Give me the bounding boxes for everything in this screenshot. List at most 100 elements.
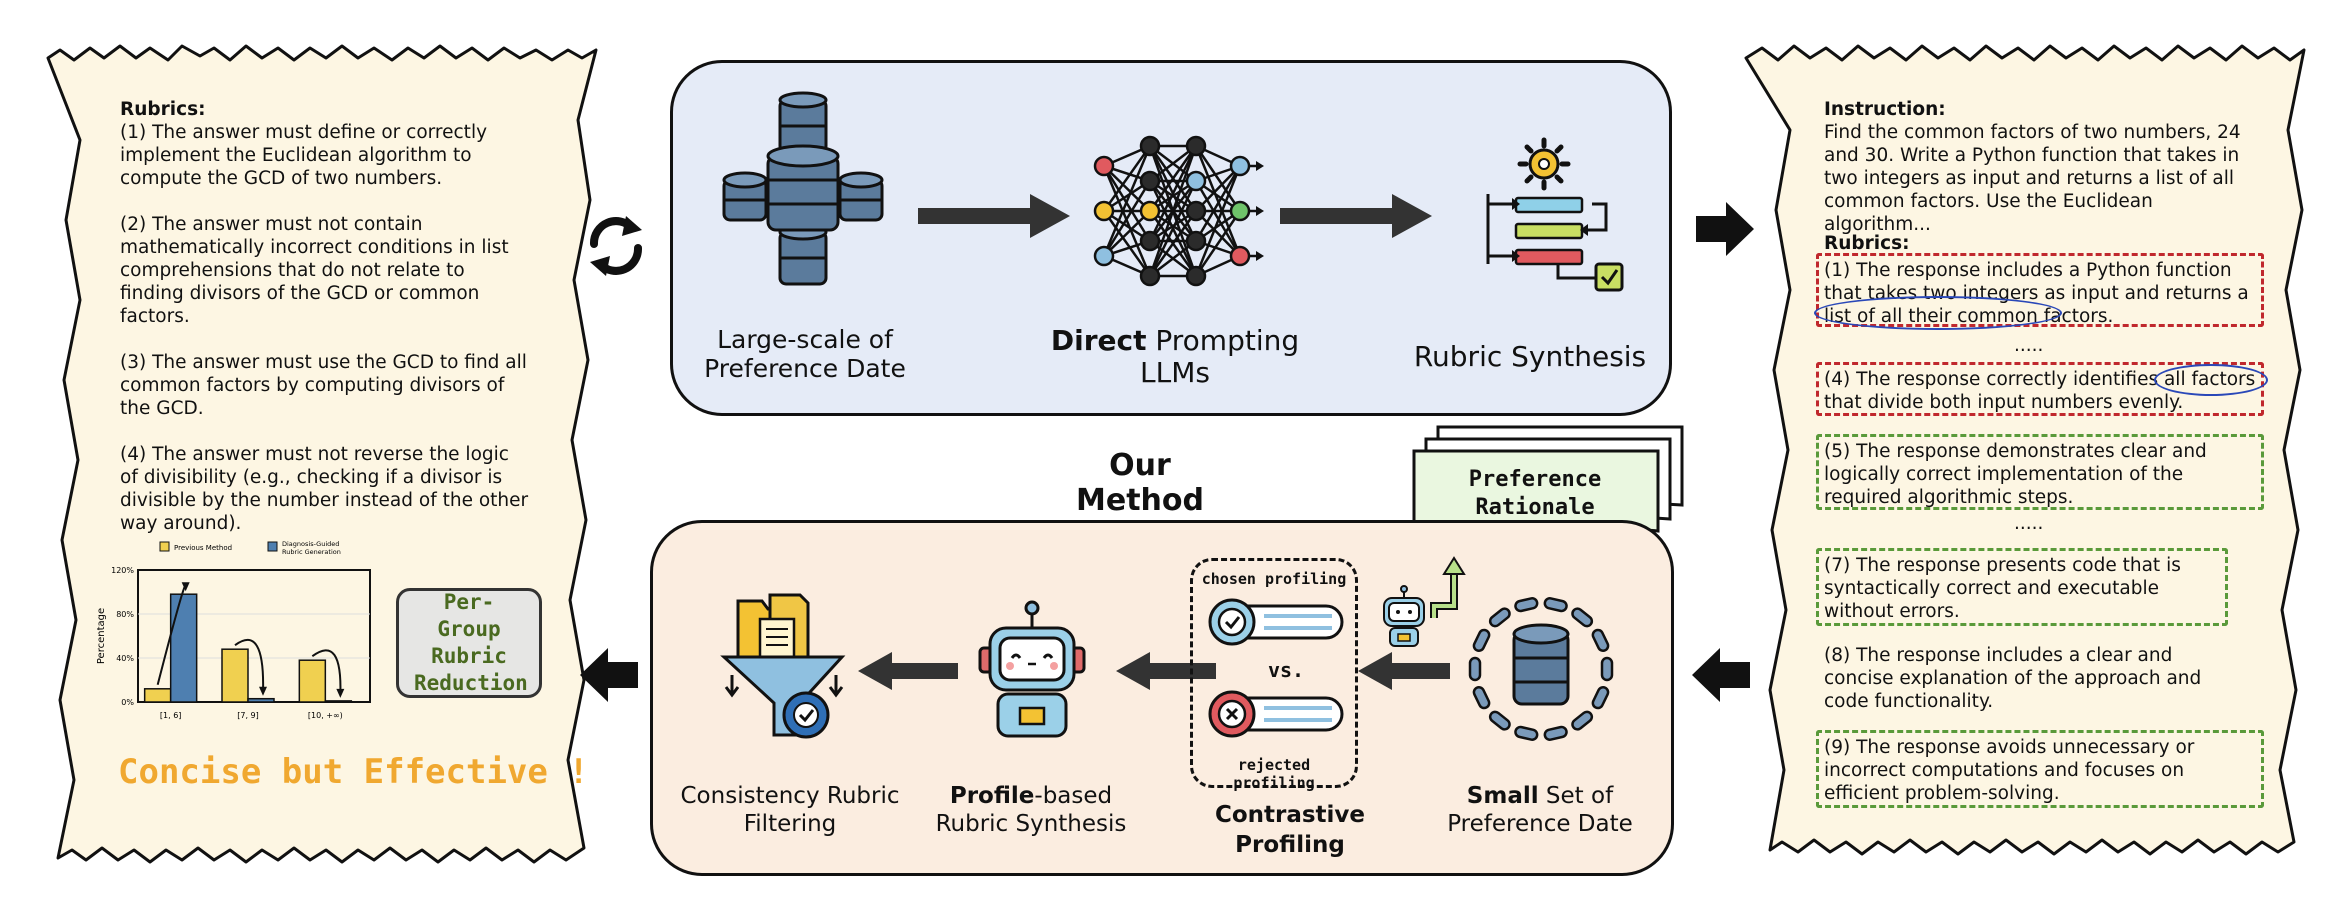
ring-segment [1472, 628, 1491, 653]
ring-segment [1600, 656, 1614, 682]
small-preference-database-icon [1468, 597, 1614, 741]
right-rubric-5: (5) The response demonstrates clear and … [1816, 434, 2264, 510]
highlight-ellipse-2 [2154, 364, 2268, 396]
vs-label: vs. [1267, 658, 1305, 682]
consistency-filter-icon [720, 593, 846, 739]
nn-edge [1148, 145, 1198, 212]
direct-bold: Direct [1050, 324, 1147, 357]
nn-output-arrow [1256, 251, 1264, 261]
nn-edge [1195, 210, 1241, 257]
arrow-to-left-paper [580, 648, 638, 702]
nn-edge [1148, 180, 1198, 277]
arrow-to-profile-synthesis [1116, 652, 1216, 690]
nn-node [1185, 265, 1207, 287]
reduction-arrow [234, 639, 265, 693]
nn-node [1185, 135, 1207, 157]
nn-edge [1194, 210, 1242, 277]
ring-segment [1543, 725, 1568, 741]
right-rubric-4-text-a: (4) The response correctly identifies [1824, 369, 2164, 390]
nn-output-arrow [1256, 161, 1264, 171]
chosen-profiling-label: chosen profiling [1201, 570, 1347, 588]
right-rubric-8-text: (8) The response includes a clear and co… [1824, 645, 2202, 712]
rubric-synthesis-icon [1486, 137, 1624, 292]
ring-segment [1488, 607, 1511, 628]
nn-edge [1194, 145, 1242, 257]
nn-output-arrow [1256, 206, 1264, 216]
instruction-heading: Instruction: [1824, 99, 1946, 120]
y-tick-label: 80% [116, 610, 134, 619]
y-tick-label: 120% [111, 566, 134, 575]
ring-segment [1591, 628, 1610, 653]
rejected-x-icon [1208, 690, 1344, 738]
top-method-panel [670, 60, 1672, 416]
nn-edge [1148, 210, 1198, 277]
reduction-arrow [311, 649, 342, 695]
step-rubric-synthesis-label: Rubric Synthesis [1413, 340, 1647, 373]
ring-segment [1468, 656, 1482, 682]
x-tick-label: [1, 6] [160, 711, 182, 720]
x-tick-label: [10, +∞) [308, 711, 343, 720]
reduction-arrowhead [259, 686, 267, 696]
nn-node [1185, 230, 1207, 252]
profile-synthesis-label: Profile-based Rubric Synthesis [916, 782, 1146, 838]
small-bold: Small [1466, 783, 1539, 809]
preference-rationale-text: Preference Rationale [1468, 467, 1602, 520]
nn-node [1093, 200, 1115, 222]
right-rubric-7: (7) The response presents code that is s… [1816, 548, 2228, 626]
nn-edge [1194, 165, 1242, 242]
small-set-label: Small Set of Preference Date [1440, 782, 1640, 838]
ring-segment [1543, 597, 1568, 613]
neural-network-icon [1093, 135, 1264, 287]
instruction-text: Find the common factors of two numbers, … [1824, 122, 2241, 235]
arrow-to-right-paper [1696, 202, 1754, 256]
nn-edge [1148, 145, 1198, 242]
right-rubric-7-text: (7) The response presents code that is s… [1824, 555, 2181, 622]
nn-node [1093, 245, 1115, 267]
bar-previous-2 [298, 659, 327, 703]
y-axis-label: Percentage [96, 608, 107, 664]
method-title: Our Method [1076, 448, 1204, 518]
reduction-label: Per-Group Rubric Reduction [414, 590, 528, 695]
nn-node [1139, 230, 1161, 252]
nn-edge [1103, 165, 1151, 212]
legend-swatch-previous [159, 541, 170, 552]
arrow-from-right-paper [1692, 648, 1750, 702]
left-rubric-1: (1) The answer must define or correctly … [120, 122, 488, 189]
ring-segment [1571, 607, 1594, 628]
right-dots-1: ..... [2014, 335, 2044, 356]
ring-segment [1488, 710, 1511, 731]
reduction-arrowhead [336, 688, 345, 698]
chosen-check-icon [1208, 598, 1344, 646]
nn-edge [1102, 180, 1152, 257]
robot-icon [978, 600, 1086, 738]
legend-label-previous: Previous Method [174, 544, 232, 552]
left-rubric-3: (3) The answer must use the GCD to find … [120, 352, 527, 419]
nn-edge [1102, 165, 1152, 277]
rejected-profiling-label: rejected profiling [1233, 756, 1315, 792]
bar-diagnosis-2 [324, 700, 353, 703]
contrastive-profiling-box [1190, 558, 1358, 788]
highlight-ellipse-1 [1814, 296, 2062, 330]
profile-rest: -based Rubric Synthesis [935, 783, 1127, 837]
profile-bold: Profile [949, 783, 1035, 809]
nn-node [1185, 200, 1207, 222]
arrow-to-contrastive [1358, 652, 1450, 690]
instruction-block: Instruction: Find the common factors of … [1824, 98, 2244, 236]
right-rubric-9: (9) The response avoids unnecessary or i… [1816, 730, 2264, 808]
ring-segment [1514, 725, 1539, 741]
right-rubric-8: (8) The response includes a clear and co… [1824, 644, 2244, 713]
nn-node [1185, 170, 1207, 192]
right-dots-2: ..... [2014, 513, 2044, 534]
step-large-scale-label: Large-scale of Preference Date [704, 325, 906, 383]
refresh-icon [590, 216, 642, 276]
ring-segment [1571, 710, 1594, 731]
concise-effective-text: Concise but Effective ! [118, 752, 589, 792]
filtering-label: Consistency Rubric Filtering [680, 783, 900, 837]
prompting-llms-text: Prompting LLMs [1140, 324, 1300, 389]
legend-swatch-diagnosis [267, 541, 278, 552]
nn-edge [1102, 210, 1152, 277]
reduction-arrowhead [181, 582, 190, 592]
database-cluster-icon [722, 91, 884, 286]
ring-segment [1591, 685, 1610, 710]
